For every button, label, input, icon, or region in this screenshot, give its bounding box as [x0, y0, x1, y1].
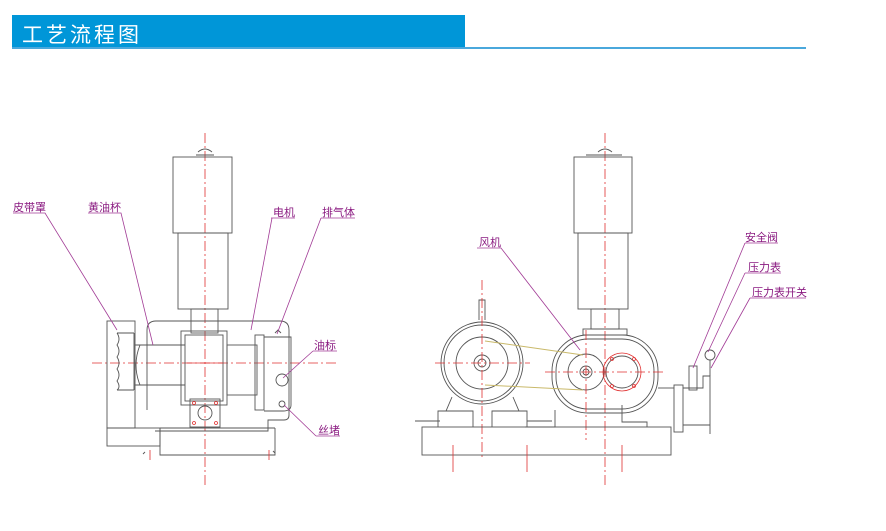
label-safety-valve: 安全阀: [745, 230, 778, 244]
left-view-drawing: [92, 133, 337, 487]
page-title: 工艺流程图: [22, 23, 142, 47]
label-oil-gauge: 油标: [314, 338, 336, 352]
label-motor: 电机: [273, 205, 295, 219]
right-view-drawing: [415, 133, 716, 487]
label-belt-guard: 皮带罩: [13, 201, 46, 214]
label-pressure-gauge: 压力表: [748, 260, 781, 274]
label-exhaust-body: 排气体: [322, 205, 355, 219]
header-divider: [12, 47, 806, 49]
title-bar: 工艺流程图: [12, 15, 465, 48]
label-grease-cup: 黄油杯: [88, 200, 121, 214]
right-view-labels: 风机 安全阀 压力表 压力表开关: [477, 230, 807, 369]
label-plug: 丝堵: [318, 423, 340, 437]
label-blower: 风机: [479, 235, 501, 249]
left-view-labels: 皮带罩 黄油杯 电机 排气体 油标 丝堵: [13, 200, 355, 437]
label-pressure-gauge-switch: 压力表开关: [752, 285, 807, 299]
